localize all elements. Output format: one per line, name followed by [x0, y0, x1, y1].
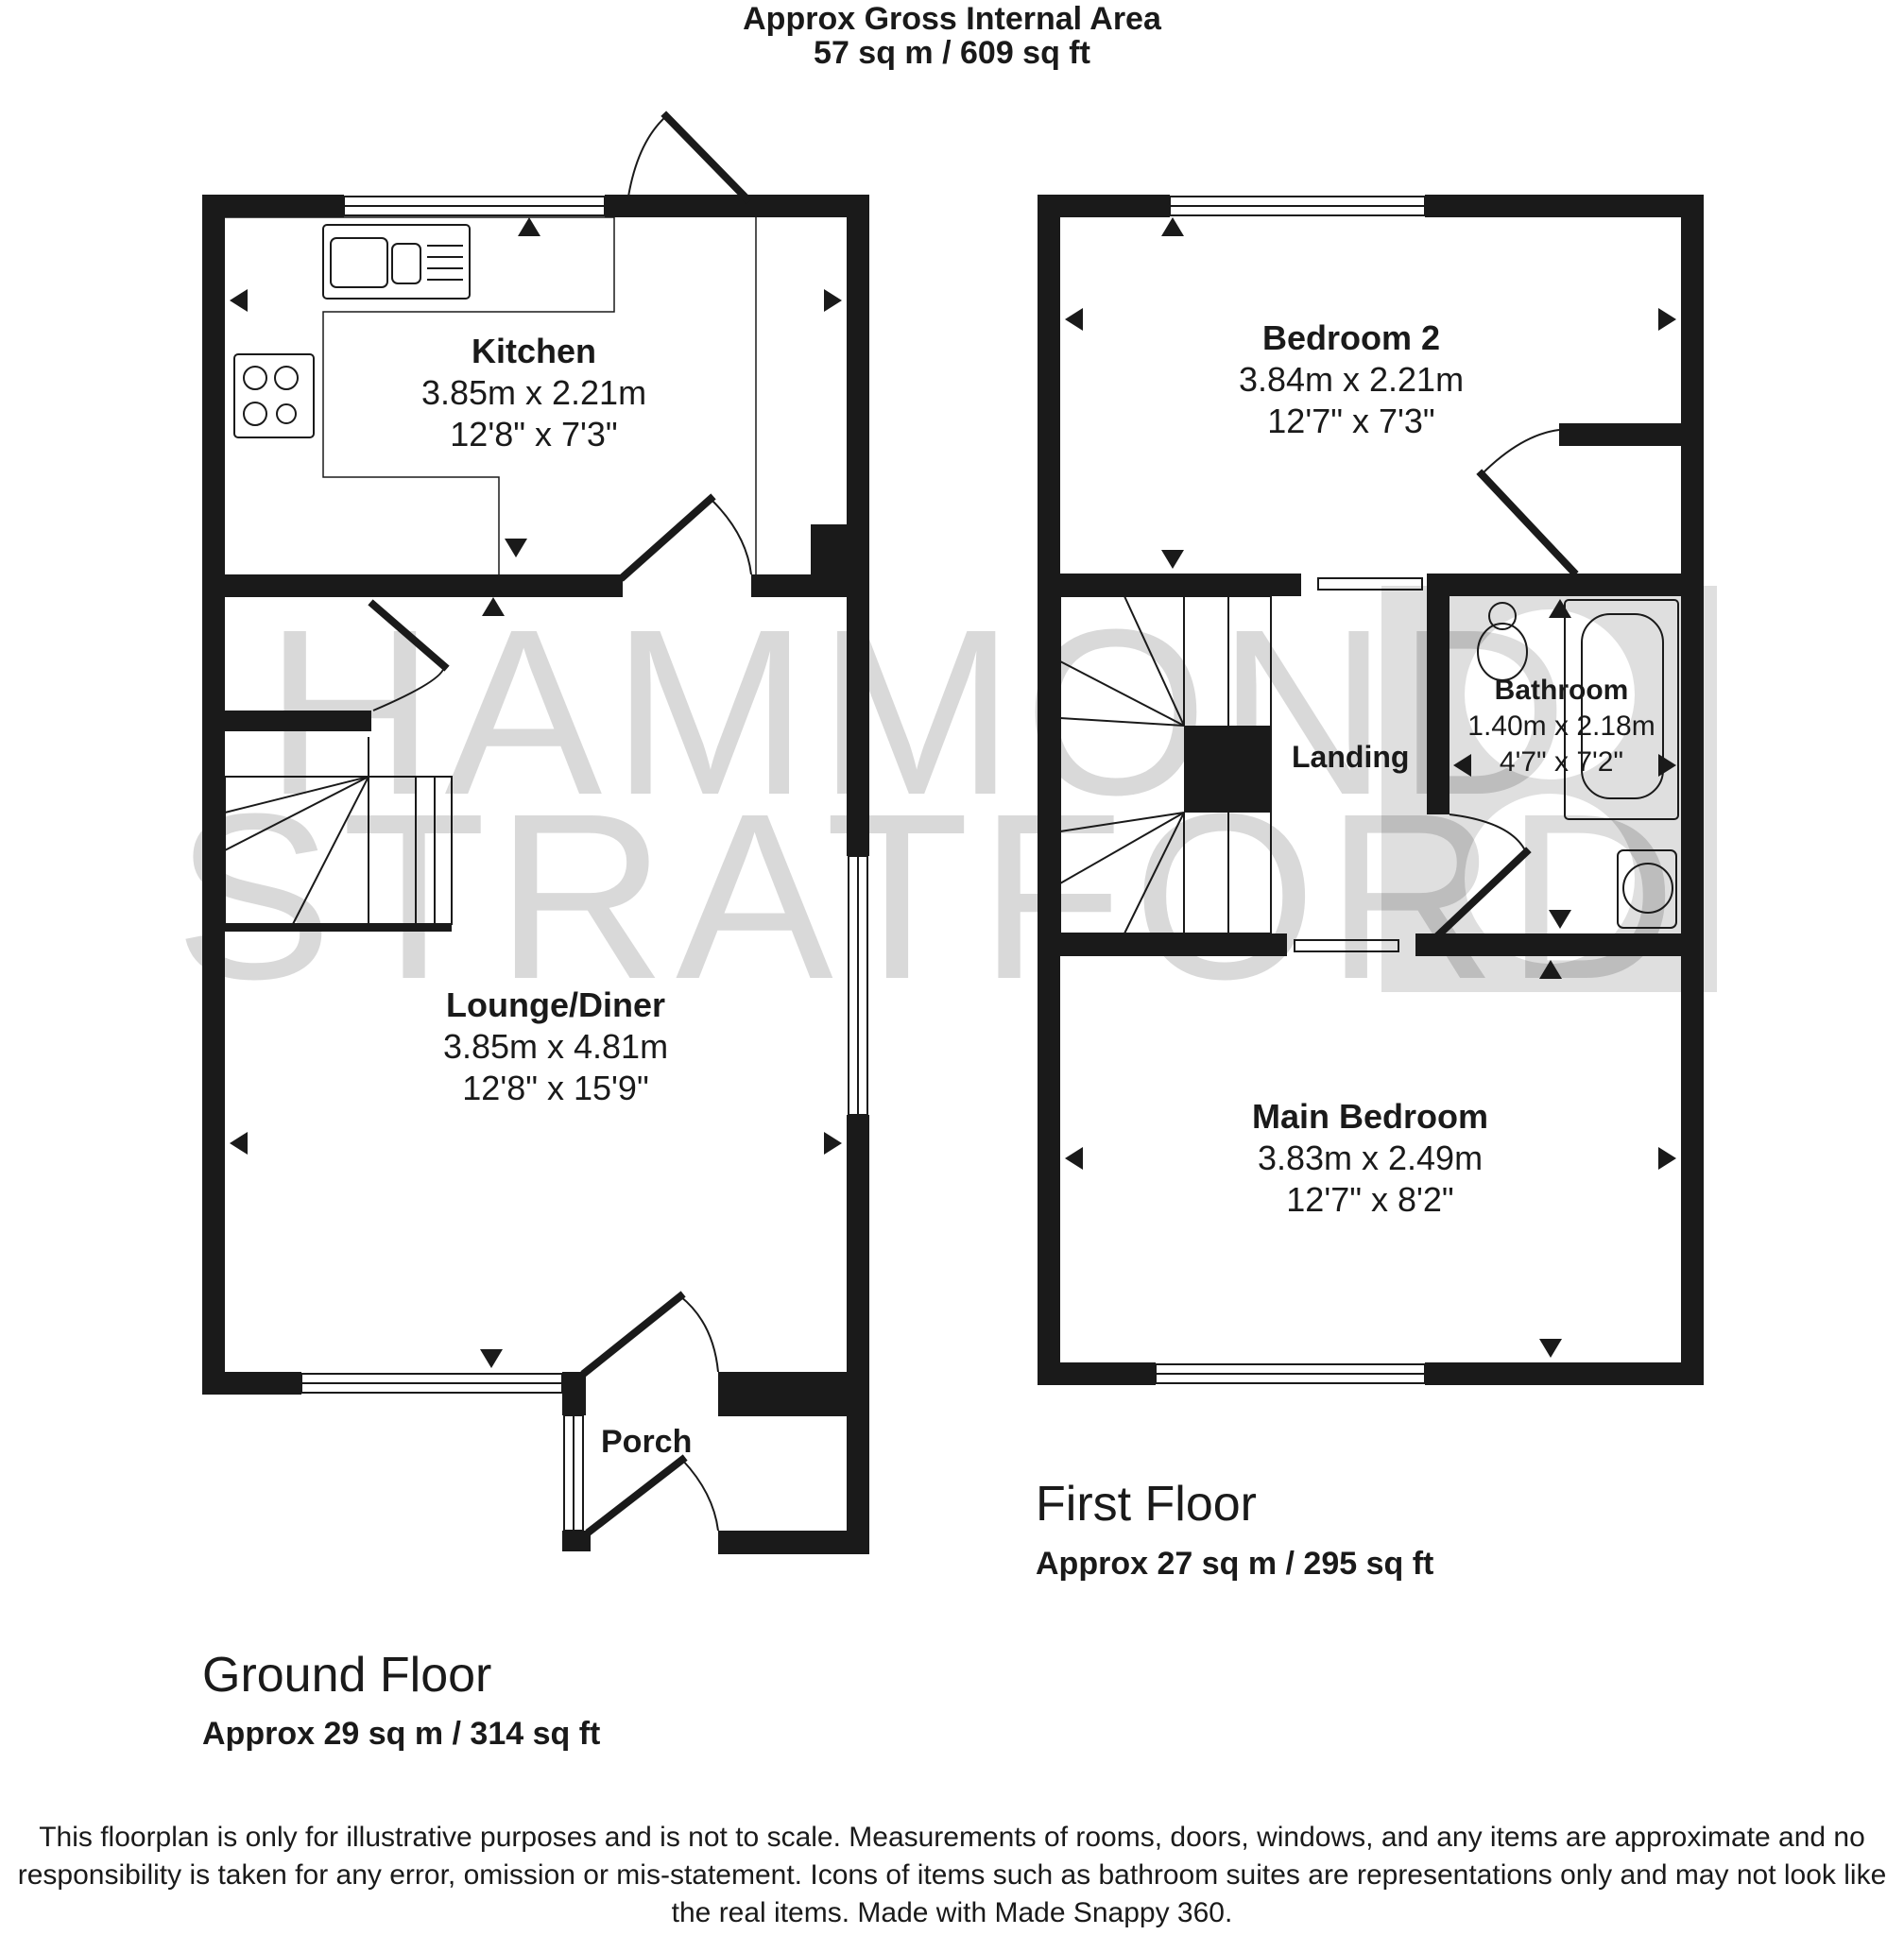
kitchen-pillar	[811, 524, 847, 576]
stairs-bottom-wall	[225, 924, 452, 932]
first-floor-title: First Floor	[1036, 1477, 1257, 1532]
lounge-bottom-wall-mid	[562, 1372, 586, 1395]
lounge-label: Lounge/Diner 3.85m x 4.81m 12'8" x 15'9"	[395, 985, 716, 1109]
bed2-landing-wall	[1060, 574, 1301, 596]
ground-right-wall-upper	[847, 195, 869, 856]
lounge-bottom-wall-left	[202, 1372, 301, 1395]
first-stairs	[1059, 595, 1272, 934]
ground-right-wall-lower	[847, 1115, 869, 1554]
porch-label: Porch	[601, 1424, 693, 1460]
toilet-icon	[1488, 602, 1517, 630]
lounge-metric: 3.85m x 4.81m	[442, 1027, 669, 1066]
hob-icon	[233, 353, 315, 438]
bed2-cupboard-door-swing	[1481, 429, 1560, 475]
kitchen-label: Kitchen 3.85m x 2.21m 12'8" x 7'3"	[392, 331, 676, 455]
kitchen-lounge-wall-right	[751, 574, 869, 597]
first-top-wall-right	[1425, 195, 1704, 217]
first-floor-area: Approx 27 sq m / 295 sq ft	[1036, 1546, 1434, 1582]
kitchen-door-swing	[710, 498, 752, 575]
watermark-line-1: HAMMOND	[265, 580, 1578, 844]
bath-door-leaf	[1434, 847, 1532, 939]
kitchen-imperial: 12'8" x 7'3"	[450, 415, 618, 454]
first-bottom-wall-right	[1425, 1362, 1704, 1385]
porch-door-leaf	[585, 1454, 688, 1536]
first-bottom-wall-left	[1038, 1362, 1156, 1385]
bathroom-metric: 1.40m x 2.18m	[1467, 711, 1655, 742]
bath-tub-icon	[1564, 599, 1679, 820]
stair-landing-block	[1184, 726, 1271, 813]
kitchen-back-door-swing	[627, 115, 667, 197]
ground-floor-title: Ground Floor	[202, 1648, 492, 1703]
landing-main-wall	[1060, 933, 1287, 956]
ground-floor-area: Approx 29 sq m / 314 sq ft	[202, 1716, 601, 1752]
lounge-door-leaf	[580, 1291, 686, 1378]
lounge-imperial: 12'8" x 15'9"	[462, 1069, 649, 1107]
cupboard-door-swing	[372, 665, 445, 711]
ground-top-wall-right	[605, 195, 869, 217]
porch-bottom-wall	[718, 1531, 869, 1554]
kitchen-lounge-wall-left	[202, 574, 623, 597]
bed2-sliding-door	[1317, 577, 1423, 591]
main-bedroom-imperial: 12'7" x 8'2"	[1286, 1180, 1454, 1219]
ground-left-wall	[202, 195, 225, 1395]
kitchen-back-door-leaf	[660, 111, 752, 204]
kitchen-name: Kitchen	[471, 332, 596, 370]
gross-area-title: Approx Gross Internal Area	[743, 1, 1161, 37]
bathroom-label: Bathroom 1.40m x 2.18m 4'7" x 7'2"	[1446, 673, 1677, 780]
sink-icon	[322, 224, 471, 300]
cupboard-door-leaf	[368, 599, 450, 672]
bathroom-name: Bathroom	[1494, 675, 1629, 706]
bedroom2-name: Bedroom 2	[1261, 318, 1441, 357]
measurement-arrows	[230, 217, 1676, 1368]
bath-top-wall	[1427, 574, 1681, 596]
cupboard-wall	[225, 711, 371, 731]
bath-left-wall	[1427, 574, 1449, 814]
washbasin-icon	[1617, 849, 1677, 929]
bedroom2-label: Bedroom 2 3.84m x 2.21m 12'7" x 7'3"	[1200, 317, 1502, 442]
ground-stairs	[224, 776, 453, 925]
main-bedroom-metric: 3.83m x 2.49m	[1257, 1139, 1484, 1177]
bedroom2-metric: 3.84m x 2.21m	[1238, 360, 1465, 399]
porch-left-post-bottom	[562, 1531, 591, 1551]
kitchen-metric: 3.85m x 2.21m	[420, 373, 647, 412]
main-sliding-door	[1294, 939, 1399, 952]
bedroom2-imperial: 12'7" x 7'3"	[1267, 402, 1435, 440]
main-bedroom-label: Main Bedroom 3.83m x 2.49m 12'7" x 8'2"	[1209, 1096, 1531, 1221]
kitchen-worktop	[225, 216, 615, 574]
bath-bottom-wall	[1415, 933, 1704, 956]
lounge-door-swing	[679, 1295, 719, 1373]
gross-area-value: 57 sq m / 609 sq ft	[814, 35, 1090, 71]
kitchen-door-leaf	[618, 493, 716, 582]
bathroom-imperial: 4'7" x 7'2"	[1499, 746, 1624, 778]
landing-label: Landing	[1292, 740, 1410, 774]
lounge-name: Lounge/Diner	[446, 985, 665, 1024]
first-left-wall	[1038, 195, 1060, 1385]
bath-door-swing	[1449, 813, 1527, 853]
porch-left-post-top	[562, 1395, 586, 1415]
bed2-cupboard-door-leaf	[1476, 469, 1579, 577]
disclaimer-text: This floorplan is only for illustrative …	[17, 1822, 1887, 1928]
main-bedroom-name: Main Bedroom	[1251, 1097, 1488, 1136]
cupboard-wall-bed2	[1559, 423, 1681, 446]
porch-door-swing	[681, 1459, 719, 1532]
porch-top-wall	[718, 1372, 869, 1416]
ground-top-wall-left	[202, 195, 344, 217]
watermark-line-2: STRATFORD	[175, 764, 1687, 1028]
